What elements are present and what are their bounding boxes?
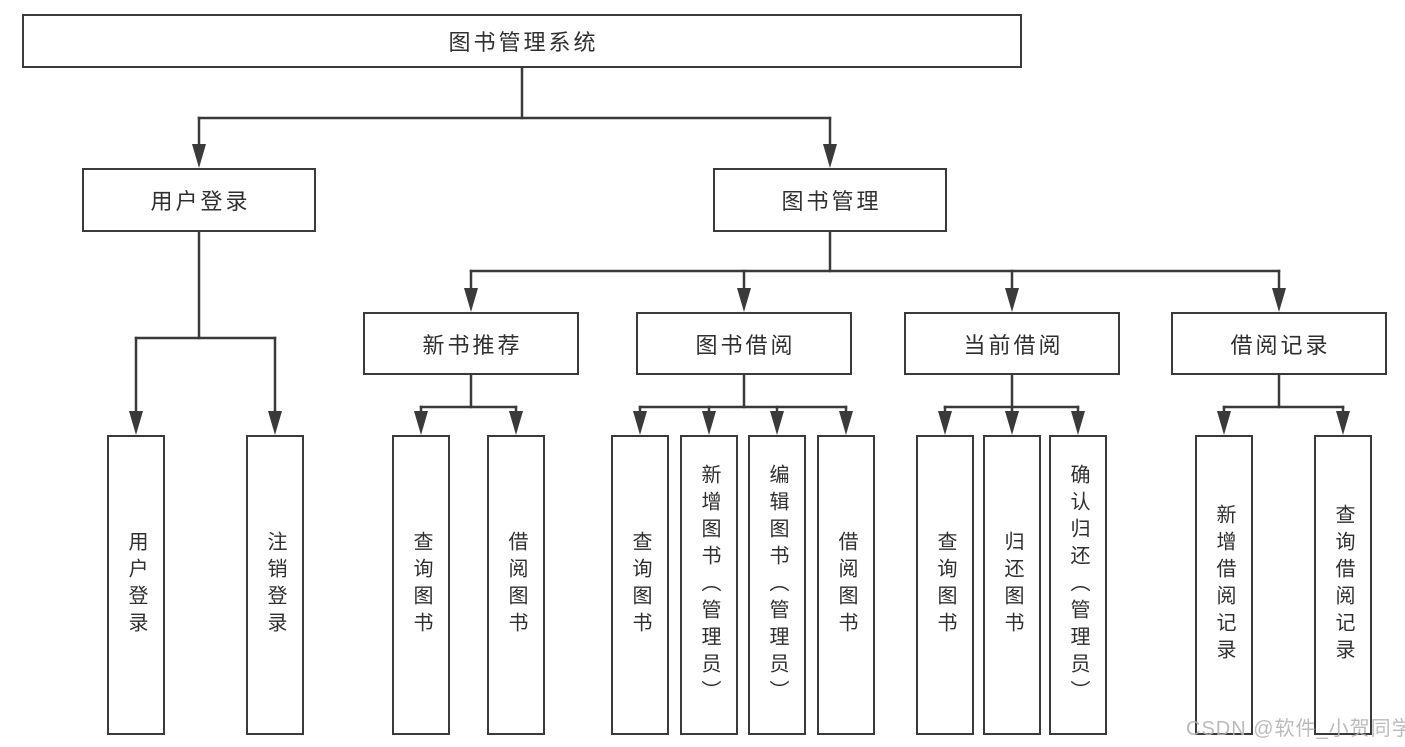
- leaf-user-login: 用户登录: [107, 435, 165, 735]
- leaf-query-books-borrow: 查询图书: [611, 435, 669, 735]
- leaf-query-books-current: 查询图书: [916, 435, 974, 735]
- leaf-borrow-books: 借阅图书: [817, 435, 875, 735]
- node-user-login: 用户登录: [82, 168, 316, 232]
- leaf-add-borrow-record: 新增借阅记录: [1195, 435, 1253, 735]
- leaf-query-borrow-record: 查询借阅记录: [1314, 435, 1372, 735]
- watermark-text: CSDN @软件_小贺同学: [1186, 718, 1405, 740]
- node-borrowing-records: 借阅记录: [1171, 312, 1387, 375]
- leaf-add-books-admin: 新增图书（管理员）: [680, 435, 738, 735]
- leaf-logout-login: 注销登录: [246, 435, 304, 735]
- node-library-management-system: 图书管理系统: [22, 14, 1022, 68]
- leaf-query-books-recommend: 查询图书: [392, 435, 450, 735]
- leaf-return-books: 归还图书: [983, 435, 1041, 735]
- node-current-borrowing: 当前借阅: [904, 312, 1120, 375]
- leaf-edit-books-admin: 编辑图书（管理员）: [748, 435, 806, 735]
- node-new-book-recommendation: 新书推荐: [363, 312, 579, 375]
- leaf-borrow-books-recommend: 借阅图书: [487, 435, 545, 735]
- leaf-confirm-return-admin: 确认归还（管理员）: [1049, 435, 1107, 735]
- arrowhead-icons: [129, 144, 1350, 435]
- node-book-borrowing: 图书借阅: [636, 312, 852, 375]
- node-book-management: 图书管理: [713, 168, 947, 232]
